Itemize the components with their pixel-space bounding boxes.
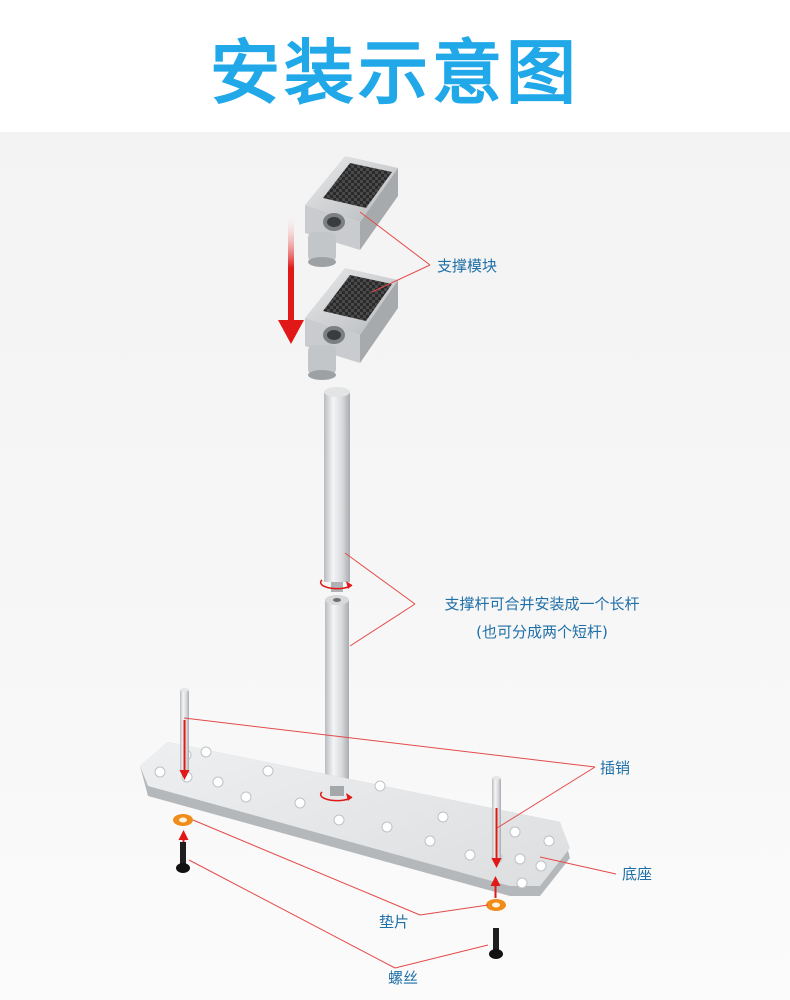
label-pin: 插销 [600, 759, 631, 777]
base-plate [140, 742, 570, 896]
washer-right [486, 899, 506, 911]
screw-right [489, 928, 503, 959]
leader-lines [183, 211, 617, 969]
label-screw: 螺丝 [388, 969, 419, 987]
page-title: 安装示意图 [210, 32, 580, 114]
support-rod-upper [324, 387, 350, 592]
header: 安装示意图 [0, 0, 790, 132]
rotate-icon [319, 579, 353, 590]
support-module-lower [305, 268, 398, 380]
washer-left [173, 814, 193, 826]
arrow-down-icon [179, 720, 502, 868]
arrow-down-icon [278, 212, 304, 344]
label-rod-line1: 支撑杆可合并安装成一个长杆 [444, 595, 640, 613]
label-washer: 垫片 [379, 913, 410, 931]
label-base: 底座 [622, 865, 653, 883]
rotate-icon [319, 791, 353, 802]
label-support-module: 支撑模块 [437, 257, 498, 275]
support-module-upper [305, 156, 398, 267]
screw-left [176, 842, 190, 873]
support-rod-lower [325, 595, 349, 790]
label-rod-line2: (也可分成两个短杆) [476, 623, 608, 641]
